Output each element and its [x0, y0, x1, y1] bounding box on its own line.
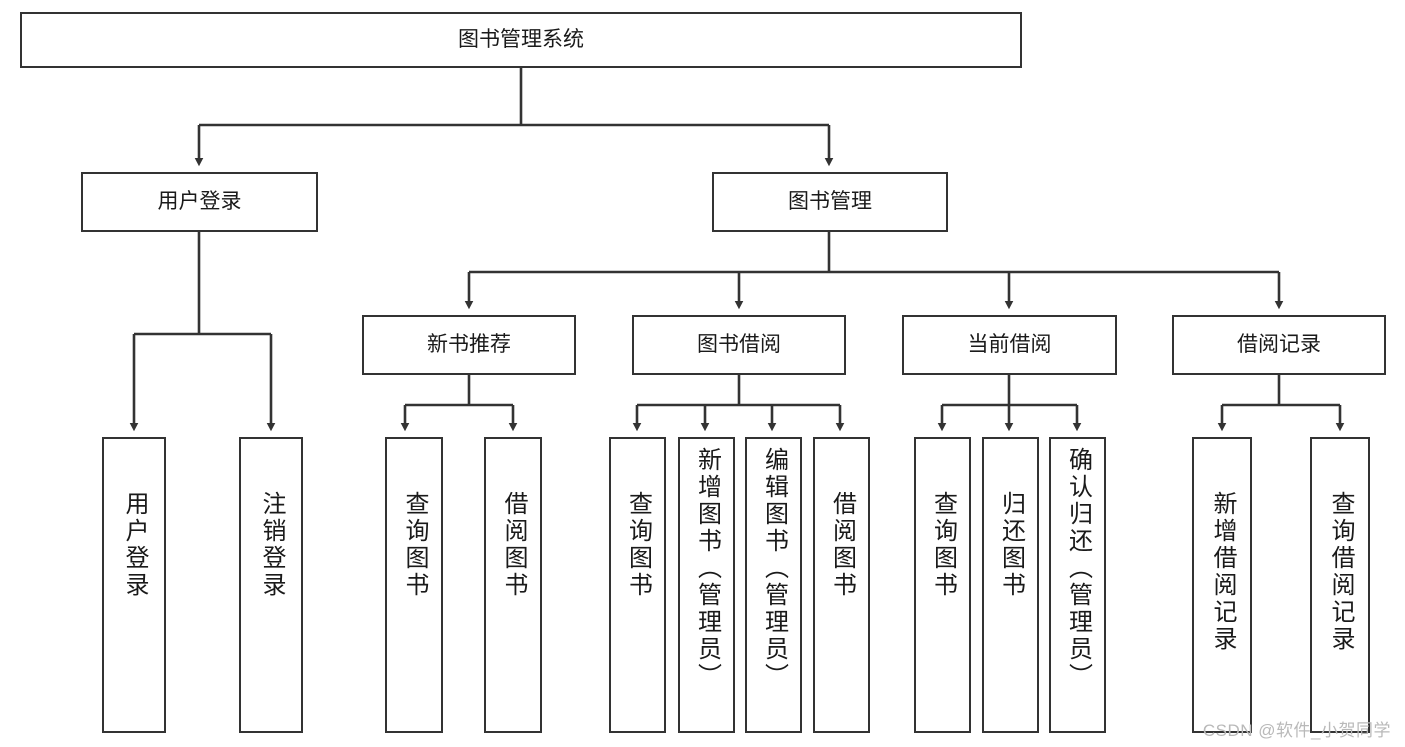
leaf-add-book-label: 新增图书（管理员）	[693, 447, 721, 690]
leaf-query-book-3[interactable]: 查询图书	[914, 437, 971, 733]
leaf-borrow-book-1-label: 借阅图书	[500, 491, 527, 599]
leaf-confirm-return-label: 确认归还（管理员）	[1064, 447, 1092, 690]
node-root-label: 图书管理系统	[458, 27, 584, 51]
node-user-login[interactable]: 用户登录	[81, 172, 318, 232]
leaf-query-record-label: 查询借阅记录	[1327, 491, 1354, 653]
node-user-login-label: 用户登录	[157, 189, 242, 213]
watermark: CSDN @软件_小贺同学	[1202, 721, 1391, 740]
leaf-borrow-book-1[interactable]: 借阅图书	[484, 437, 542, 733]
node-book-manage-label: 图书管理	[788, 189, 872, 213]
leaf-query-book-3-label: 查询图书	[929, 491, 957, 599]
leaf-confirm-return[interactable]: 确认归还（管理员）	[1049, 437, 1106, 733]
node-current-borrow-label: 当前借阅	[967, 332, 1052, 356]
leaf-add-record-label: 新增借阅记录	[1209, 491, 1236, 653]
leaf-borrow-book-2-label: 借阅图书	[828, 491, 856, 599]
leaf-query-record[interactable]: 查询借阅记录	[1310, 437, 1370, 733]
leaf-user-login-label: 用户登录	[121, 491, 148, 599]
leaf-query-book-1[interactable]: 查询图书	[385, 437, 443, 733]
leaf-logout[interactable]: 注销登录	[239, 437, 303, 733]
leaf-return-book-label: 归还图书	[997, 491, 1025, 599]
leaf-query-book-2-label: 查询图书	[624, 491, 652, 599]
leaf-add-book[interactable]: 新增图书（管理员）	[678, 437, 735, 733]
leaf-user-login[interactable]: 用户登录	[102, 437, 166, 733]
node-book-manage[interactable]: 图书管理	[712, 172, 948, 232]
node-root[interactable]: 图书管理系统	[20, 12, 1022, 68]
leaf-borrow-book-2[interactable]: 借阅图书	[813, 437, 870, 733]
node-current-borrow[interactable]: 当前借阅	[902, 315, 1117, 375]
node-borrow-record-label: 借阅记录	[1237, 332, 1321, 356]
leaf-edit-book-label: 编辑图书（管理员）	[760, 447, 788, 690]
leaf-logout-label: 注销登录	[258, 491, 285, 599]
node-new-book-rec-label: 新书推荐	[427, 332, 511, 356]
node-borrow-record[interactable]: 借阅记录	[1172, 315, 1386, 375]
node-book-borrow[interactable]: 图书借阅	[632, 315, 846, 375]
leaf-add-record[interactable]: 新增借阅记录	[1192, 437, 1252, 733]
leaf-query-book-2[interactable]: 查询图书	[609, 437, 666, 733]
node-book-borrow-label: 图书借阅	[697, 332, 781, 356]
node-new-book-rec[interactable]: 新书推荐	[362, 315, 576, 375]
leaf-query-book-1-label: 查询图书	[401, 491, 428, 599]
leaf-edit-book[interactable]: 编辑图书（管理员）	[745, 437, 802, 733]
leaf-return-book[interactable]: 归还图书	[982, 437, 1039, 733]
